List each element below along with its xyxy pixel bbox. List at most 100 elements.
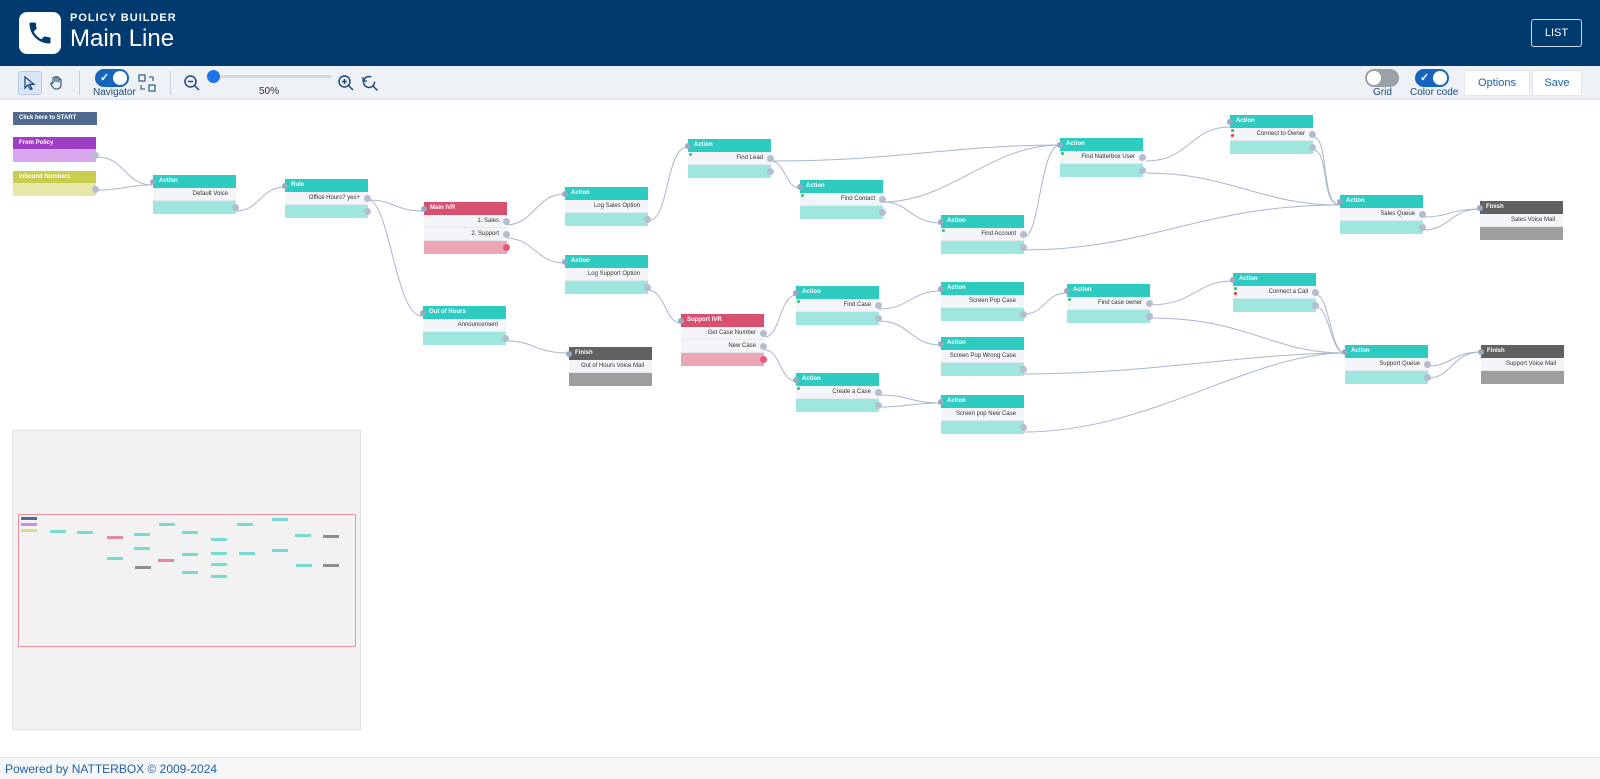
output-port[interactable] (1020, 366, 1027, 373)
node-rule-office-hours[interactable]: Rule Office Hours? yes+ (282, 179, 371, 218)
input-port[interactable] (938, 399, 944, 405)
input-port[interactable] (1342, 349, 1348, 355)
navigator-toggle[interactable]: ✓ (95, 69, 129, 87)
node-action-sales-queue[interactable]: Action Sales Queue (1337, 195, 1426, 234)
node-action-find-contact[interactable]: Action Find Contact (797, 180, 886, 219)
output-port[interactable] (503, 218, 510, 225)
source-inbound-numbers[interactable]: Inbound Numbers (13, 171, 99, 196)
input-port[interactable] (421, 206, 427, 212)
output-port[interactable] (1139, 167, 1146, 174)
input-port[interactable] (938, 341, 944, 347)
source-from-policy[interactable]: From Policy (13, 137, 99, 162)
node-action-connect-to-owner[interactable]: Action Connect to Owner (1227, 115, 1316, 154)
output-port[interactable] (1312, 302, 1319, 309)
output-port[interactable] (879, 196, 886, 203)
node-action-out-of-hours[interactable]: Out of Hours Announcement (420, 306, 509, 345)
output-port[interactable] (502, 335, 509, 342)
output-port[interactable] (767, 155, 774, 162)
output-port[interactable] (1424, 361, 1431, 368)
output-port[interactable] (364, 195, 371, 202)
output-port[interactable] (1309, 144, 1316, 151)
output-port[interactable] (92, 152, 99, 159)
node-action-log-sales-option[interactable]: Action Log Sales Option (562, 187, 651, 226)
output-port[interactable] (767, 168, 774, 175)
node-action-screen-pop-wrong-case[interactable]: Action Screen Pop Wrong Case (938, 337, 1027, 376)
input-port[interactable] (793, 377, 799, 383)
input-port[interactable] (562, 259, 568, 265)
input-port[interactable] (1478, 349, 1484, 355)
output-port[interactable] (1020, 244, 1027, 251)
output-port[interactable] (1312, 289, 1319, 296)
output-port[interactable] (1309, 131, 1316, 138)
node-action-create-a-case[interactable]: Action Create a Case (793, 373, 882, 412)
output-port[interactable] (875, 402, 882, 409)
output-port[interactable] (760, 330, 767, 337)
output-port[interactable] (1020, 231, 1027, 238)
node-action-find-natterbox-user[interactable]: Action Find Natterbox User (1057, 138, 1146, 177)
node-action-screen-pop-new-case[interactable]: Action Screen pop New Case (938, 395, 1027, 434)
output-port[interactable] (875, 315, 882, 322)
input-port[interactable] (938, 286, 944, 292)
output-port[interactable] (503, 231, 510, 238)
input-port[interactable] (1057, 142, 1063, 148)
output-port[interactable] (875, 389, 882, 396)
input-port[interactable] (685, 143, 691, 149)
reset-zoom-icon[interactable] (358, 71, 382, 95)
node-ivr-support[interactable]: Support IVR Get Case Number New Case (678, 314, 767, 366)
output-port[interactable] (644, 216, 651, 223)
input-port[interactable] (420, 310, 426, 316)
node-action-connect-a-call[interactable]: Action Connect a Call (1230, 273, 1319, 312)
node-action-find-lead[interactable]: Action Find Lead (685, 139, 774, 178)
input-port[interactable] (938, 219, 944, 225)
zoom-in-icon[interactable] (334, 71, 358, 95)
node-action-find-case[interactable]: Action Find Case (793, 286, 882, 325)
input-port[interactable] (1227, 119, 1233, 125)
output-port[interactable] (1020, 311, 1027, 318)
zoom-out-icon[interactable] (180, 71, 204, 95)
input-port[interactable] (562, 191, 568, 197)
error-port[interactable] (760, 356, 767, 363)
node-action-find-account[interactable]: Action Find Account (938, 215, 1027, 254)
hand-icon[interactable] (44, 71, 68, 95)
navigator-minimap[interactable] (12, 430, 361, 730)
node-ivr-main[interactable]: Main IVR 1. Sales 2. Support (421, 202, 510, 254)
navigator-viewport[interactable] (18, 514, 356, 647)
node-action-screen-pop-case[interactable]: Action Screen Pop Case (938, 282, 1027, 321)
input-port[interactable] (797, 184, 803, 190)
zoom-slider-track[interactable] (212, 75, 332, 78)
output-port[interactable] (1419, 211, 1426, 218)
input-port[interactable] (566, 351, 572, 357)
input-port[interactable] (1230, 277, 1236, 283)
input-port[interactable] (150, 179, 156, 185)
start-button[interactable]: Click here to START (13, 112, 97, 125)
node-finish-out-of-hours-voice-mail[interactable]: Finish Out of Hours Voice Mail (566, 347, 652, 386)
error-port[interactable] (503, 244, 510, 251)
output-port[interactable] (1146, 300, 1153, 307)
input-port[interactable] (1337, 199, 1343, 205)
output-port[interactable] (879, 209, 886, 216)
output-port[interactable] (1139, 154, 1146, 161)
node-finish-sales-voice-mail[interactable]: Finish Sales Voice Mail (1477, 201, 1563, 240)
save-button[interactable]: Save (1532, 70, 1582, 96)
fit-to-screen-icon[interactable] (135, 71, 159, 95)
output-port[interactable] (364, 208, 371, 215)
node-action-support-queue[interactable]: Action Support Queue (1342, 345, 1431, 384)
output-port[interactable] (232, 204, 239, 211)
output-port[interactable] (875, 302, 882, 309)
input-port[interactable] (1477, 205, 1483, 211)
output-port[interactable] (1419, 224, 1426, 231)
input-port[interactable] (282, 183, 288, 189)
list-button[interactable]: LIST (1531, 19, 1582, 47)
node-finish-support-voice-mail[interactable]: Finish Support Voice Mail (1478, 345, 1564, 384)
node-action-default-voice[interactable]: Action Default Voice (150, 175, 239, 214)
options-button[interactable]: Options (1464, 70, 1530, 96)
node-action-find-case-owner[interactable]: Action Find case owner (1064, 284, 1153, 323)
output-port[interactable] (1146, 313, 1153, 320)
color-code-toggle[interactable]: ✓ (1415, 69, 1449, 87)
input-port[interactable] (678, 318, 684, 324)
input-port[interactable] (1064, 288, 1070, 294)
output-port[interactable] (1020, 424, 1027, 431)
output-port[interactable] (1424, 374, 1431, 381)
zoom-slider-handle[interactable] (207, 70, 220, 83)
cursor-arrow-icon[interactable] (18, 71, 42, 95)
